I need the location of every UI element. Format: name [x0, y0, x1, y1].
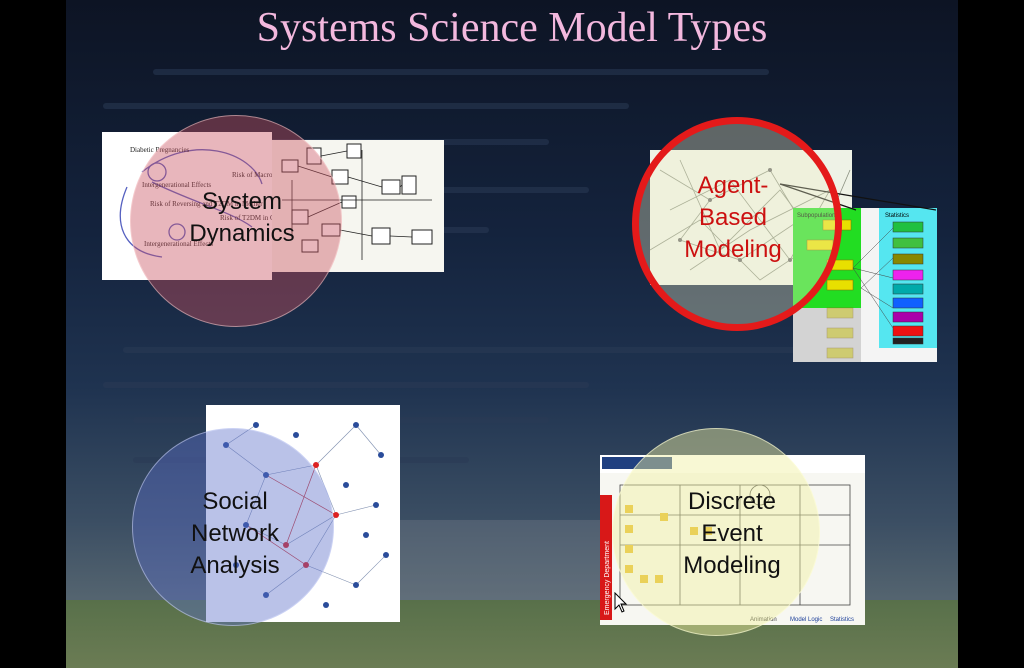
social-network-circle [132, 428, 334, 626]
system-dynamics-circle [130, 115, 342, 327]
agent-based-circle [632, 117, 842, 331]
mouse-cursor-icon [614, 592, 628, 613]
background-building [396, 520, 626, 610]
model-logic-link: Model Logic [790, 617, 822, 623]
discrete-event-circle [612, 428, 820, 636]
slide-title: Systems Science Model Types [256, 5, 768, 51]
social-network-label: Social Network Analysis [190, 488, 280, 579]
agent-based-label: Agent- Based Modeling [684, 172, 782, 263]
system-dynamics-label: System Dynamics [189, 188, 295, 247]
statistics-label: Statistics [885, 213, 909, 219]
discrete-event-label: Discrete Event Modeling [683, 488, 781, 579]
statistics-link: Statistics [830, 617, 854, 623]
emergency-department-label: Emergency Department [604, 541, 611, 615]
